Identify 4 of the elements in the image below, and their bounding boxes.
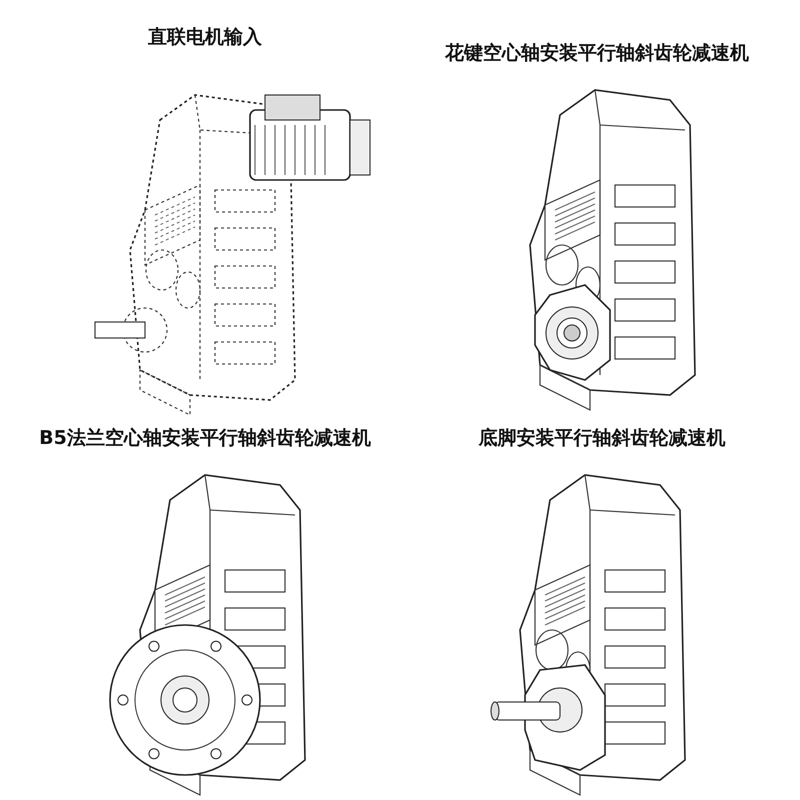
caption: B5法兰空心轴安装平行轴斜齿轮减速机 [39,426,371,451]
caption: 花键空心轴安装平行轴斜齿轮减速机 [445,41,749,66]
caption: 底脚安装平行轴斜齿轮减速机 [478,426,726,451]
caption: 直联电机输入 [148,25,262,50]
